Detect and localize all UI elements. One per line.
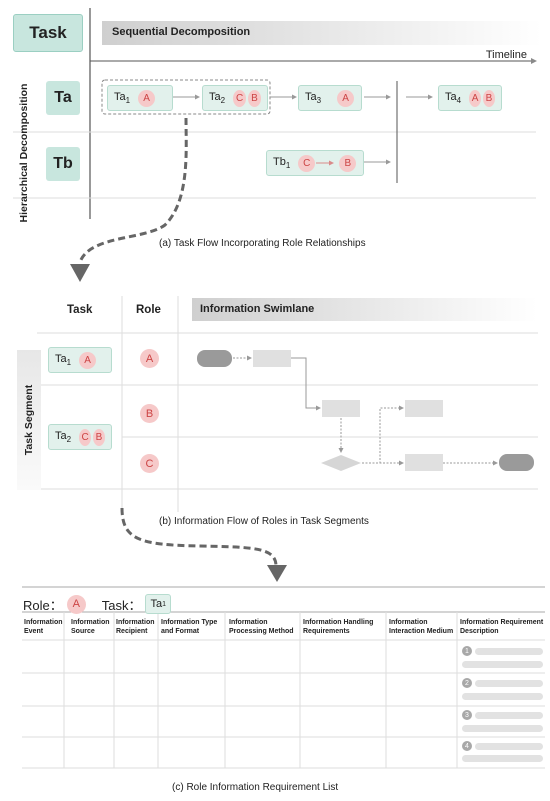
task-node-label: Ta2	[55, 430, 71, 444]
task-subscript: 2	[220, 96, 226, 106]
task-node-label: Ta2	[209, 91, 225, 105]
sequential-decomposition-bar: Sequential Decomposition	[102, 21, 542, 45]
information-swimlane-label: Information Swimlane	[200, 303, 315, 315]
placeholder-bar	[462, 725, 543, 732]
task-node-label: Ta3	[305, 91, 321, 105]
role-badge: B	[339, 154, 357, 172]
task-node-label: Tb1	[273, 156, 290, 170]
task-name: Ta	[55, 429, 67, 442]
placeholder-bar	[475, 648, 543, 655]
table-header: Information Recipient	[116, 619, 155, 635]
sequential-decomposition-label: Sequential Decomposition	[112, 26, 251, 38]
table-header: Information Type and Format	[161, 619, 218, 635]
task-subscript: 3	[316, 96, 322, 106]
table-header: Information Processing Method	[229, 619, 294, 635]
task-segment-label: Task Segment	[17, 350, 41, 490]
task-name: Ta	[55, 352, 67, 365]
task-node-ta1: Ta1 A	[107, 85, 173, 111]
row-number-badge: 4	[462, 741, 472, 751]
role-badge: C	[233, 89, 247, 107]
role-value-badge: A	[66, 594, 86, 614]
task-subscript: 1	[285, 161, 291, 171]
task-node-ta4: Ta4 A B	[438, 85, 502, 111]
task-node-ta3: Ta3 A	[298, 85, 362, 111]
task-name: Tb	[273, 155, 286, 168]
role-label: Role：	[23, 597, 63, 613]
role-badge: B	[483, 89, 495, 107]
table-header: Information Requirement Description	[460, 619, 544, 635]
caption-b: (b) Information Flow of Roles in Task Se…	[159, 516, 369, 527]
role-badge-a: A	[140, 349, 159, 368]
table-header: Information Interaction Medium	[389, 619, 454, 635]
task-name: Ta	[114, 90, 126, 103]
row-label-ta: Ta	[46, 81, 80, 115]
table-header: Information Event	[24, 619, 63, 635]
task-header-label: Task	[29, 23, 67, 42]
flow-start-node	[197, 350, 232, 367]
task-name: Ta	[305, 90, 317, 103]
task-subscript: 2	[66, 435, 72, 445]
caption-a: (a) Task Flow Incorporating Role Relatio…	[159, 238, 366, 249]
role-badge: A	[337, 89, 355, 107]
placeholder-bar	[462, 693, 543, 700]
flow-decision-node	[321, 455, 361, 471]
timeline-label: Timeline	[485, 49, 527, 61]
role-badge: A	[138, 89, 156, 107]
role-badge: C	[298, 154, 316, 172]
role-badge: B	[93, 428, 105, 446]
column-header-task: Task	[67, 304, 93, 316]
task-subscript: 4	[456, 96, 462, 106]
task-segment-text: Task Segment	[23, 384, 35, 456]
flow-arrow-b-to-c	[120, 507, 278, 566]
placeholder-bar	[475, 712, 543, 719]
task-node-label: Ta1	[114, 91, 130, 105]
placeholder-bar	[462, 661, 543, 668]
hierarchical-decomposition-text: Hierarchical Decomposition	[18, 83, 30, 223]
task-subscript: 1	[125, 96, 131, 106]
task-subscript: 1	[162, 600, 167, 608]
role-badge-b: B	[140, 404, 159, 423]
task-node-label: Ta1	[55, 353, 71, 367]
segment-task-ta1: Ta1 A	[48, 347, 112, 373]
flow-arrow-a-to-b	[78, 117, 188, 263]
task-name: Ta	[150, 598, 163, 610]
role-badge: C	[79, 428, 92, 446]
task-node-label: Ta4	[445, 91, 461, 105]
task-node-ta2: Ta2 C B	[202, 85, 268, 111]
role-badge: B	[248, 89, 261, 107]
placeholder-bar	[462, 755, 543, 762]
segment-task-ta2: Ta2 C B	[48, 424, 112, 450]
caption-c: (c) Role Information Requirement List	[172, 782, 339, 793]
role-arrow-icon	[316, 160, 335, 166]
hierarchical-decomposition-label: Hierarchical Decomposition	[17, 82, 31, 224]
task-label: Task：	[101, 597, 142, 613]
placeholder-bar	[475, 680, 543, 687]
task-header: Task	[13, 14, 83, 52]
row-label-tb: Tb	[46, 147, 80, 181]
flow-process-node	[322, 400, 360, 417]
table-header: Information Source	[71, 619, 110, 635]
role-badge: A	[79, 351, 97, 369]
task-node-tb1: Tb1 C B	[266, 150, 364, 176]
table-header: Information Handling Requirements	[303, 619, 374, 635]
task-subscript: 1	[66, 358, 72, 368]
row-number-badge: 2	[462, 678, 472, 688]
row-number-badge: 3	[462, 710, 472, 720]
flow-process-node	[253, 350, 291, 367]
flow-process-node	[405, 400, 443, 417]
flow-process-node	[405, 454, 443, 471]
row-number-badge: 1	[462, 646, 472, 656]
task-name: Ta	[445, 90, 457, 103]
information-swimlane-bar: Information Swimlane	[192, 298, 537, 321]
column-header-role: Role	[136, 304, 161, 316]
role-badge-c: C	[140, 454, 159, 473]
flow-end-node	[499, 454, 534, 471]
task-name: Ta	[209, 90, 221, 103]
role-badge: A	[469, 89, 482, 107]
placeholder-bar	[475, 743, 543, 750]
